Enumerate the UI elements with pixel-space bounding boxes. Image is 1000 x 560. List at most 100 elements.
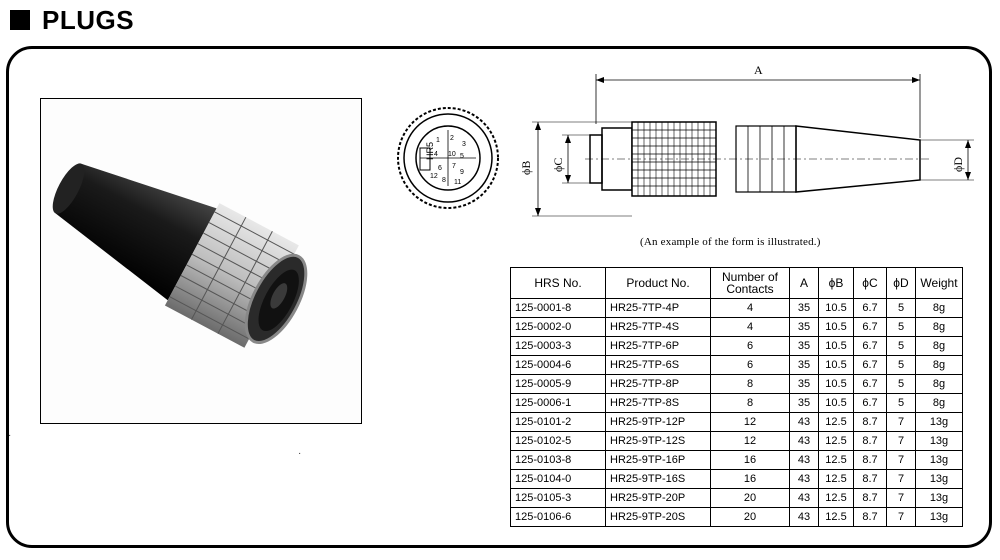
table-cell: 125-0106-6 bbox=[510, 507, 606, 527]
table-cell: 5 bbox=[886, 355, 916, 375]
spec-table: HRS No. Product No. Number of Contacts A… bbox=[510, 267, 963, 527]
col-d: ϕD bbox=[886, 267, 916, 299]
dim-label-d: ϕD bbox=[951, 157, 965, 172]
table-cell: 8.7 bbox=[853, 431, 887, 451]
table-cell: 8g bbox=[915, 393, 963, 413]
table-cell: HR25-9TP-20P bbox=[605, 488, 711, 508]
svg-text:8: 8 bbox=[442, 177, 446, 184]
table-cell: 4 bbox=[710, 298, 790, 318]
table-cell: HR25-9TP-16S bbox=[605, 469, 711, 489]
scan-speck: · bbox=[8, 430, 12, 441]
table-cell: 125-0002-0 bbox=[510, 317, 606, 337]
table-cell: 43 bbox=[789, 412, 819, 432]
table-cell: 43 bbox=[789, 431, 819, 451]
table-cell: 10.5 bbox=[818, 355, 854, 375]
svg-text:9: 9 bbox=[460, 169, 464, 176]
table-cell: HR25-7TP-8P bbox=[605, 374, 711, 394]
table-cell: HR25-7TP-4P bbox=[605, 298, 711, 318]
table-cell: HR25-7TP-6P bbox=[605, 336, 711, 356]
dimension-drawing-svg: HR5 1 2 3 4 5 6 7 8 9 10 11 12 bbox=[397, 63, 974, 217]
table-cell: 10.5 bbox=[818, 374, 854, 394]
col-hrs-no: HRS No. bbox=[510, 267, 606, 299]
table-cell: 43 bbox=[789, 469, 819, 489]
table-cell: 35 bbox=[789, 336, 819, 356]
table-cell: 125-0101-2 bbox=[510, 412, 606, 432]
table-cell: 8 bbox=[710, 393, 790, 413]
svg-text:1: 1 bbox=[436, 137, 440, 144]
table-cell: HR25-9TP-16P bbox=[605, 450, 711, 470]
col-product-no: Product No. bbox=[605, 267, 711, 299]
table-cell: 43 bbox=[789, 488, 819, 508]
table-cell: 7 bbox=[886, 450, 916, 470]
svg-text:11: 11 bbox=[454, 179, 461, 186]
table-cell: 10.5 bbox=[818, 336, 854, 356]
table-cell: 8 bbox=[710, 374, 790, 394]
col-weight: Weight bbox=[915, 267, 963, 299]
dim-label-c: ϕC bbox=[551, 158, 565, 172]
table-cell: 43 bbox=[789, 507, 819, 527]
dimension-drawing: HR5 1 2 3 4 5 6 7 8 9 10 11 12 bbox=[390, 60, 990, 260]
table-cell: 35 bbox=[789, 355, 819, 375]
table-cell: 8.7 bbox=[853, 488, 887, 508]
illustration-caption: (An example of the form is illustrated.) bbox=[640, 236, 821, 248]
table-cell: 12.5 bbox=[818, 469, 854, 489]
table-cell: 13g bbox=[915, 431, 963, 451]
table-cell: 8g bbox=[915, 336, 963, 356]
table-cell: HR25-7TP-4S bbox=[605, 317, 711, 337]
col-contacts: Number of Contacts bbox=[710, 267, 790, 299]
table-cell: 6.7 bbox=[853, 374, 887, 394]
table-cell: 10.5 bbox=[818, 317, 854, 337]
table-cell: 12 bbox=[710, 431, 790, 451]
table-cell: 8.7 bbox=[853, 469, 887, 489]
svg-text:12: 12 bbox=[430, 173, 438, 180]
table-cell: 6 bbox=[710, 336, 790, 356]
front-view: HR5 1 2 3 4 5 6 7 8 9 10 11 12 bbox=[397, 107, 499, 209]
table-cell: 13g bbox=[915, 450, 963, 470]
svg-text:5: 5 bbox=[460, 153, 464, 160]
table-cell: 20 bbox=[710, 507, 790, 527]
table-cell: 125-0005-9 bbox=[510, 374, 606, 394]
table-cell: 4 bbox=[710, 317, 790, 337]
table-cell: 7 bbox=[886, 469, 916, 489]
scan-speck: · bbox=[298, 448, 302, 459]
table-cell: 125-0006-1 bbox=[510, 393, 606, 413]
table-cell: 5 bbox=[886, 336, 916, 356]
table-cell: HR25-9TP-12P bbox=[605, 412, 711, 432]
svg-text:4: 4 bbox=[434, 151, 438, 158]
table-cell: 12 bbox=[710, 412, 790, 432]
table-cell: 10.5 bbox=[818, 298, 854, 318]
table-cell: 125-0001-8 bbox=[510, 298, 606, 318]
col-c: ϕC bbox=[853, 267, 887, 299]
section-header: PLUGS bbox=[10, 4, 134, 36]
table-cell: 125-0004-6 bbox=[510, 355, 606, 375]
face-text: HR5 bbox=[425, 142, 435, 160]
table-cell: 8g bbox=[915, 317, 963, 337]
table-cell: 5 bbox=[886, 317, 916, 337]
table-cell: 6.7 bbox=[853, 393, 887, 413]
table-cell: 125-0103-8 bbox=[510, 450, 606, 470]
table-cell: 12.5 bbox=[818, 450, 854, 470]
table-cell: 6 bbox=[710, 355, 790, 375]
table-cell: 12.5 bbox=[818, 412, 854, 432]
table-cell: 12.5 bbox=[818, 507, 854, 527]
table-cell: 6.7 bbox=[853, 355, 887, 375]
table-cell: 12.5 bbox=[818, 431, 854, 451]
dim-label-b: ϕB bbox=[519, 161, 533, 175]
content-frame bbox=[6, 46, 992, 548]
table-cell: HR25-7TP-6S bbox=[605, 355, 711, 375]
col-a: A bbox=[789, 267, 819, 299]
table-cell: HR25-9TP-20S bbox=[605, 507, 711, 527]
header-square-icon bbox=[10, 10, 30, 30]
table-cell: 35 bbox=[789, 393, 819, 413]
table-cell: 10.5 bbox=[818, 393, 854, 413]
table-cell: 125-0105-3 bbox=[510, 488, 606, 508]
